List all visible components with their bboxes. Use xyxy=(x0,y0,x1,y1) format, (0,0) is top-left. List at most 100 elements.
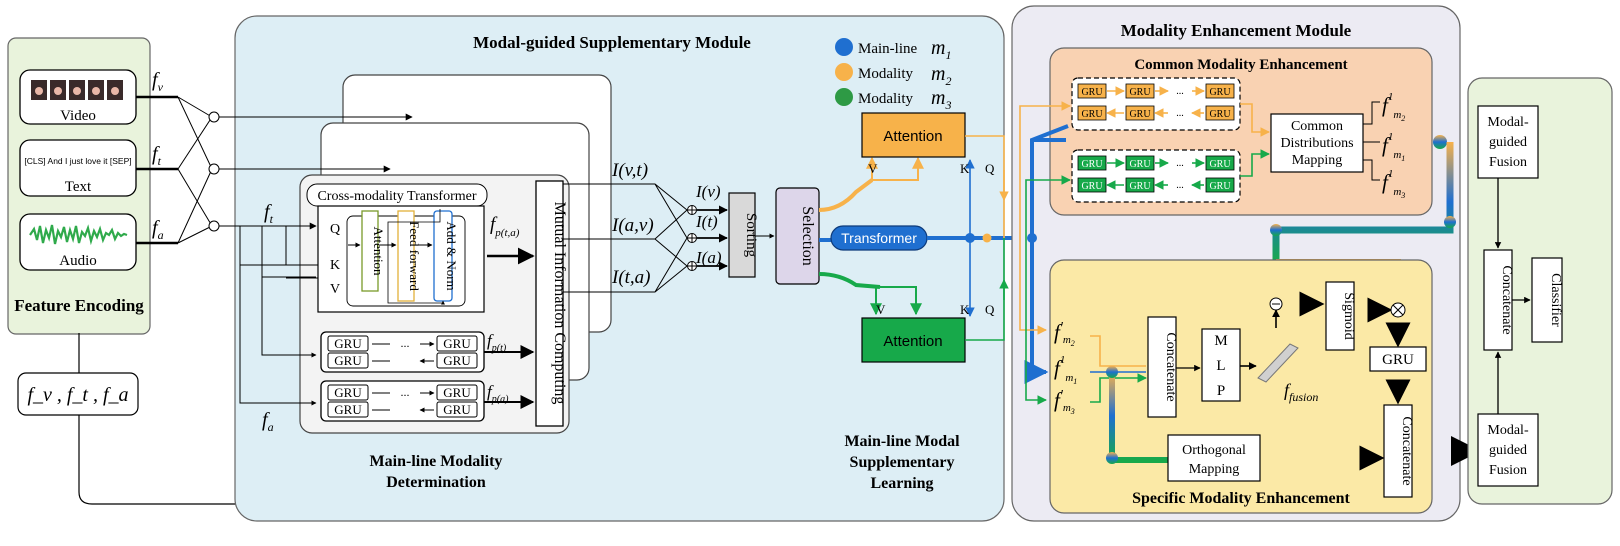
svg-text:V: V xyxy=(868,161,878,176)
audio-waveform-icon xyxy=(29,224,128,246)
attention-orange: Attention xyxy=(861,112,966,158)
gru-cell xyxy=(1205,177,1235,193)
v-label: V xyxy=(330,282,340,297)
common-mapping-box: Common Distributions Mapping xyxy=(1270,113,1364,173)
gru-cell xyxy=(1077,177,1107,193)
attention-green: Attention xyxy=(861,317,966,363)
input-routing xyxy=(136,95,413,406)
gru-cell xyxy=(1205,105,1235,121)
mlmd-line2: Determination xyxy=(386,474,486,491)
gru-ellipsis: ... xyxy=(1176,180,1184,191)
gru-cell-label: GRU xyxy=(1209,109,1231,120)
f-fusion-bar-icon xyxy=(1257,343,1299,383)
gru-cell-label: GRU xyxy=(1129,87,1151,98)
k-label: K xyxy=(330,258,340,273)
text-sample: [CLS] And I just love it [SEP] xyxy=(24,156,131,166)
svg-text:GRU: GRU xyxy=(443,336,471,351)
gru-cell-label: GRU xyxy=(1081,159,1103,170)
gru-cell xyxy=(1077,155,1107,171)
svg-text:Q: Q xyxy=(985,161,995,176)
mi-av: I(a,v) xyxy=(611,215,654,236)
gru-cell-label: GRU xyxy=(1209,181,1231,192)
gru-cell-label: GRU xyxy=(1081,87,1103,98)
svg-text:Attention: Attention xyxy=(883,128,942,145)
gru-cell xyxy=(1125,105,1155,121)
gru-cell-label: GRU xyxy=(1081,109,1103,120)
mlmsl-line2: Supplementary xyxy=(850,454,955,471)
svg-text:Sorting: Sorting xyxy=(743,213,759,258)
svg-text:Concatenate: Concatenate xyxy=(1163,332,1178,401)
transformer-box: Transformer xyxy=(830,225,928,251)
feature-set-label: f_v , f_t , f_a xyxy=(27,384,128,406)
svg-text:Mapping: Mapping xyxy=(1189,462,1240,477)
mi-ta: I(t,a) xyxy=(611,267,651,288)
gru-ellipsis: ... xyxy=(1176,108,1184,119)
svg-text:GRU: GRU xyxy=(443,353,471,368)
svg-text:Common: Common xyxy=(1291,119,1343,134)
i-a: I(a) xyxy=(695,248,722,267)
svg-text:Mutual Information Computing: Mutual Information Computing xyxy=(551,202,568,405)
classifier-box: Classifier xyxy=(1531,257,1563,343)
gru-cell xyxy=(1205,155,1235,171)
svg-text:Common Modality Enhancement: Common Modality Enhancement xyxy=(1134,57,1347,73)
fv-label: fv xyxy=(152,69,164,94)
gru-cell xyxy=(1125,177,1155,193)
gru-cell-label: GRU xyxy=(1209,87,1231,98)
svg-text:GRU: GRU xyxy=(334,336,362,351)
gru-ellipsis: ... xyxy=(1176,86,1184,97)
svg-text:Mapping: Mapping xyxy=(1292,153,1343,168)
mi-fan xyxy=(563,183,728,293)
svg-text:GRU: GRU xyxy=(443,385,471,400)
svg-text:Fusion: Fusion xyxy=(1489,155,1527,170)
mlp-box: M L P xyxy=(1201,328,1241,402)
audio-label: Audio xyxy=(59,253,97,269)
mi-computing-box: Mutual Information Computing xyxy=(535,180,568,427)
ft-label: ft xyxy=(152,143,162,168)
sigmoid-box: Sigmoid xyxy=(1325,281,1356,351)
gru-cell-label: GRU xyxy=(1209,159,1231,170)
gru-sme-box: GRU xyxy=(1369,346,1427,372)
mlmsl-line1: Main-line Modal xyxy=(844,433,960,450)
gru-cell-label: GRU xyxy=(1129,159,1151,170)
svg-text:GRU: GRU xyxy=(443,402,471,417)
legend-modality-3: Modality xyxy=(858,91,913,107)
svg-text:Classifier: Classifier xyxy=(1548,273,1563,327)
svg-text:K: K xyxy=(960,302,970,317)
modal-fusion-bottom: Modal- guided Fusion xyxy=(1477,413,1539,487)
cmt-feed-forward: Feed forward xyxy=(407,221,422,291)
gru-cell xyxy=(1125,83,1155,99)
svg-text:Attention: Attention xyxy=(883,333,942,350)
svg-text:Orthogonal: Orthogonal xyxy=(1182,443,1246,458)
fa-label: fa xyxy=(152,217,164,242)
feature-encoding-panel: Feature Encoding Video [CLS] And I just … xyxy=(7,37,151,416)
text-label: Text xyxy=(65,179,92,195)
mlmsl-line3: Learning xyxy=(870,475,933,492)
svg-text:Modal-: Modal- xyxy=(1487,423,1529,438)
video-label: Video xyxy=(60,108,96,124)
feature-encoding-title: Feature Encoding xyxy=(14,296,144,315)
cross-modality-transformer: Cross-modality Transformer Q K V Attenti… xyxy=(306,183,488,313)
svg-text:Fusion: Fusion xyxy=(1489,463,1527,478)
msm-title: Modal-guided Supplementary Module xyxy=(473,33,751,52)
ft-inner-label: ft xyxy=(264,201,274,226)
fa-inner-label: fa xyxy=(262,409,274,434)
svg-text:Concatenate: Concatenate xyxy=(1399,416,1414,485)
cmt-title: Cross-modality Transformer xyxy=(317,189,476,204)
svg-text:Transformer: Transformer xyxy=(841,230,917,246)
cmt-add-norm: Add & Norm xyxy=(444,221,459,290)
svg-text:Selection: Selection xyxy=(799,206,816,266)
gru-ellipsis: ... xyxy=(1176,158,1184,169)
svg-text:GRU: GRU xyxy=(334,402,362,417)
cmt-attention: Attention xyxy=(371,226,386,276)
svg-text:Sigmoid: Sigmoid xyxy=(1341,292,1356,339)
svg-text:guided: guided xyxy=(1489,443,1527,458)
gru-cell xyxy=(1077,83,1107,99)
i-t: I(t) xyxy=(695,212,718,231)
svg-text:M: M xyxy=(1214,333,1227,349)
gru-cell xyxy=(1125,155,1155,171)
cme-panel: Common Modality Enhancement xyxy=(1049,47,1433,216)
legend-main-line: Main-line xyxy=(858,41,917,57)
